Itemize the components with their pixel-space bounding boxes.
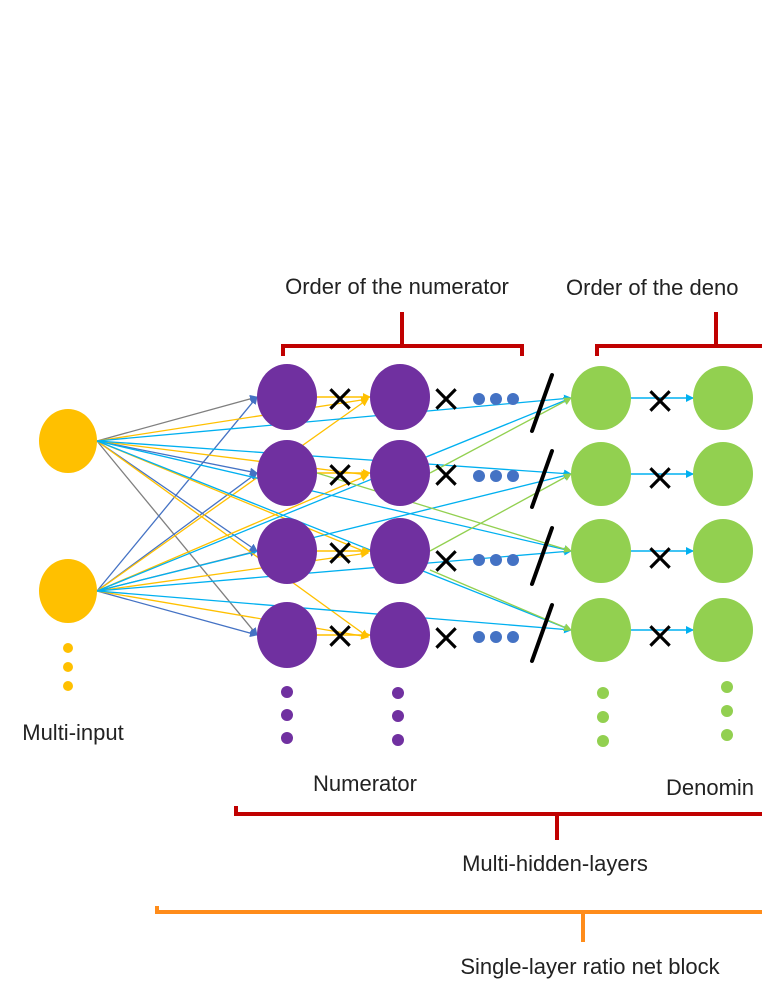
connection-edge [96,590,258,638]
connection-edge [96,590,572,634]
connection-edge [96,550,369,592]
numerator-ellipsis-dot [281,686,293,698]
numerator-ellipsis-dot [392,687,404,699]
multiply-symbol: × [324,452,356,496]
numerator-ellipsis-dot [392,734,404,746]
connection-edge [96,440,572,632]
connection-edge [96,590,369,640]
connection-edge [96,440,572,478]
numerator-node [370,518,430,584]
input-node [39,559,97,623]
connection-edge [316,472,572,553]
multi-input-label: Multi-input [22,720,123,745]
multiply-symbol: × [644,455,676,499]
division-slash-group [530,373,554,663]
denominator-node [693,519,753,583]
multiply-symbol: × [324,613,356,657]
row-continuation-dots [473,393,519,643]
connection-edge [96,440,369,479]
denominator-label: Denomin [666,775,754,800]
denominator-node [571,598,631,662]
numerator-ellipsis-dot [392,710,404,722]
connection-edge [429,473,572,552]
multiply-symbol: × [644,613,676,657]
connection-edge [96,396,572,592]
multiply-symbol: × [324,376,356,420]
input-ellipsis-dot [63,662,73,672]
multi-hidden-layers-bracket [234,806,762,840]
connection-edge [96,394,258,442]
order-numerator-label: Order of the numerator [285,274,509,299]
order-denominator-label: Order of the deno [566,275,738,300]
connection-edge [96,394,572,442]
connection-edge [96,396,369,442]
connection-edge [96,440,258,636]
multiply-symbol: × [430,452,462,496]
multiply-symbols: × × × × × × × × × × × × [324,376,676,659]
input-node [39,409,97,473]
multiply-symbol: × [430,538,462,582]
denominator-order-bracket [595,312,762,356]
division-slash [530,526,554,586]
denominator-node [571,366,631,430]
denominator-ellipsis-dot [721,705,733,717]
denominator-node [693,598,753,662]
denominator-ellipsis-dot [597,711,609,723]
single-layer-block-label: Single-layer ratio net block [460,954,720,979]
denominator-ellipsis-dot [721,681,733,693]
multi-hidden-layers-label: Multi-hidden-layers [462,851,648,876]
denominator-ellipsis-dot [721,729,733,741]
denominator-node [571,442,631,506]
denominator-node [693,366,753,430]
numerator-node [370,602,430,668]
single-layer-block-bracket [155,906,762,942]
numerator-node [257,602,317,668]
denominator-ellipsis-dot [597,735,609,747]
multiply-symbol: × [430,376,462,420]
connection-edge [96,440,258,476]
connection-edge [96,471,572,592]
multiply-symbol: × [644,378,676,422]
multiply-symbol: × [430,615,462,659]
multiply-symbol: × [644,535,676,579]
numerator-node [257,364,317,430]
numerator-ellipsis-dot [281,732,293,744]
input-layer [39,409,97,691]
denominator-node [571,519,631,583]
denominator-node [693,442,753,506]
multiply-symbol: × [324,530,356,574]
input-ellipsis-dot [63,643,73,653]
numerator-ellipsis-dot [281,709,293,721]
numerator-node [257,518,317,584]
division-slash [530,603,554,663]
connection-edge [96,440,572,554]
numerator-node [257,440,317,506]
numerator-node [370,440,430,506]
connection-edge [96,440,258,552]
numerator-node [370,364,430,430]
denominator-ellipsis-dot [597,687,609,699]
connection-edge [96,440,369,638]
denominator-layer [571,366,753,747]
numerator-layer [257,364,430,746]
numerator-label: Numerator [313,771,417,796]
connection-edge [96,474,369,592]
numerator-order-bracket [281,312,524,356]
division-slash [530,373,554,433]
input-ellipsis-dot [63,681,73,691]
division-slash [530,449,554,509]
connection-edge [429,397,572,474]
